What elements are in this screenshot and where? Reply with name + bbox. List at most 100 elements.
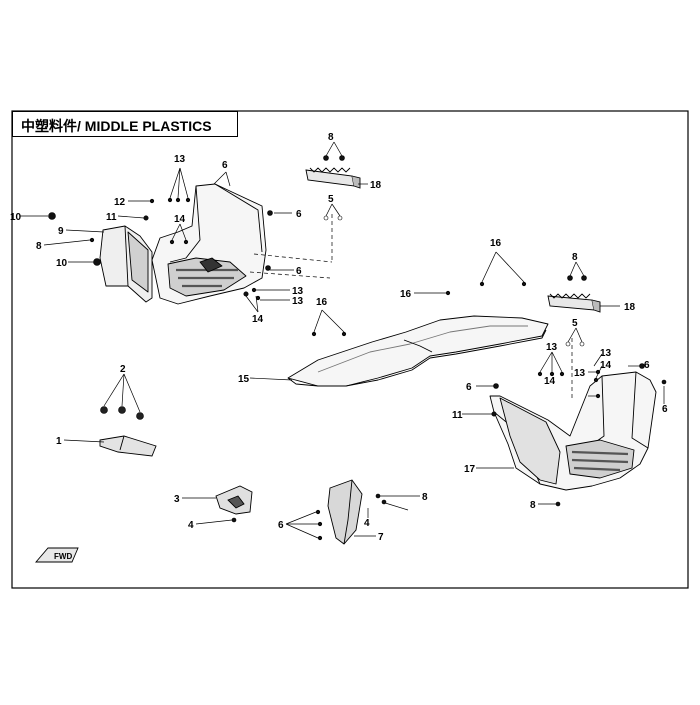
fwd-text: FWD xyxy=(54,552,72,561)
fastener xyxy=(169,239,175,245)
leader-6a-2 xyxy=(225,171,231,187)
fastener xyxy=(255,295,261,301)
fastener xyxy=(185,197,191,203)
fastener xyxy=(251,287,257,293)
callout-labels: 10 9 8 10 12 11 13 14 6 6 6 13 13 14 8 1… xyxy=(10,132,668,543)
fastener xyxy=(337,215,343,221)
callout: 16 xyxy=(400,289,412,300)
leader-4a xyxy=(195,519,233,525)
leader-14b-1 xyxy=(245,295,259,313)
fastener xyxy=(639,363,645,369)
leader-13d-1 xyxy=(539,351,553,373)
fastener xyxy=(93,258,101,266)
fastener xyxy=(317,521,323,527)
leader-11a xyxy=(117,215,145,219)
callout: 6 xyxy=(466,382,472,393)
callout: 12 xyxy=(114,197,126,208)
callout: 8 xyxy=(422,492,428,503)
fastener xyxy=(100,406,108,414)
bracket-plate xyxy=(99,435,157,457)
floor-pan-top xyxy=(287,315,549,387)
callout: 13 xyxy=(292,296,304,307)
fastener xyxy=(339,155,345,161)
dashed-line-3 xyxy=(249,271,331,279)
leader-8b-2 xyxy=(333,141,343,157)
left-inner-panel-edge xyxy=(124,225,129,287)
right-footwell-grip-3 xyxy=(573,466,621,472)
callout: 13 xyxy=(600,348,612,359)
leader-15 xyxy=(249,377,293,381)
fastener xyxy=(311,331,317,337)
fastener xyxy=(243,291,249,297)
leader-1 xyxy=(63,439,105,443)
side-bracket-edge xyxy=(343,479,353,545)
fastener xyxy=(381,499,387,505)
bracket-plate-edge xyxy=(119,435,125,451)
callout: 8 xyxy=(328,132,334,143)
callout: 1 xyxy=(56,436,62,447)
callout: 13 xyxy=(574,368,586,379)
right-footwell-grip-1 xyxy=(571,450,629,456)
leader-13f xyxy=(593,353,603,367)
floor-pan-ridge xyxy=(317,325,528,373)
fastener xyxy=(661,379,667,385)
callout: 14 xyxy=(174,214,186,225)
fastener xyxy=(537,371,543,377)
callout: 15 xyxy=(238,374,250,385)
leader-lines xyxy=(20,141,665,539)
callout: 3 xyxy=(174,494,180,505)
callout: 14 xyxy=(544,376,556,387)
callout: 10 xyxy=(56,258,68,269)
fastener xyxy=(175,197,181,203)
leader-8b-1 xyxy=(325,141,335,157)
fastener xyxy=(149,198,155,204)
leader-16c-1 xyxy=(313,309,323,333)
right-footwell-inner-shade xyxy=(499,397,561,485)
callout: 18 xyxy=(370,180,382,191)
left-footwell-rim xyxy=(214,183,263,253)
fastener xyxy=(315,509,321,515)
callout: 14 xyxy=(600,360,612,371)
small-cover-hole xyxy=(227,495,245,509)
leader-14a-2 xyxy=(179,223,187,241)
callout: 16 xyxy=(490,238,502,249)
diagram-title: 中塑料件/ MIDDLE PLASTICS xyxy=(21,118,212,134)
callout: 8 xyxy=(530,500,536,511)
fastener xyxy=(593,377,599,383)
footpeg-right-body xyxy=(547,295,595,311)
leader-8a xyxy=(43,239,91,246)
diagram-frame xyxy=(11,110,689,589)
fastener xyxy=(323,155,329,161)
leader-6g-3 xyxy=(285,523,319,539)
fastener xyxy=(579,341,585,347)
leader-5a-1 xyxy=(325,203,333,217)
fasteners xyxy=(48,155,667,541)
dashed-line-2 xyxy=(253,253,333,263)
callout: 11 xyxy=(106,212,117,223)
fastener xyxy=(549,371,555,377)
callout: 16 xyxy=(316,297,328,308)
left-inner-panel-shade xyxy=(127,231,149,293)
callout: 11 xyxy=(452,410,463,421)
fastener xyxy=(581,275,587,281)
fastener xyxy=(341,331,347,337)
bracket-plate-body xyxy=(99,435,157,457)
leader-5b-1 xyxy=(567,327,577,343)
callout: 6 xyxy=(662,404,668,415)
fastener xyxy=(479,281,485,287)
fastener xyxy=(48,212,56,220)
footpeg-upper-side xyxy=(351,175,361,189)
callout: 6 xyxy=(296,209,302,220)
right-footwell-assembly xyxy=(489,371,657,491)
fastener xyxy=(167,197,173,203)
callout: 6 xyxy=(278,520,284,531)
diagram-title-box: 中塑料件/ MIDDLE PLASTICS xyxy=(12,111,238,137)
callout: 18 xyxy=(624,302,636,313)
callout: 6 xyxy=(296,266,302,277)
right-footwell-grip-2 xyxy=(571,458,629,464)
callout: 6 xyxy=(644,360,650,371)
callout: 9 xyxy=(58,226,64,237)
footpeg-upper xyxy=(305,167,361,189)
